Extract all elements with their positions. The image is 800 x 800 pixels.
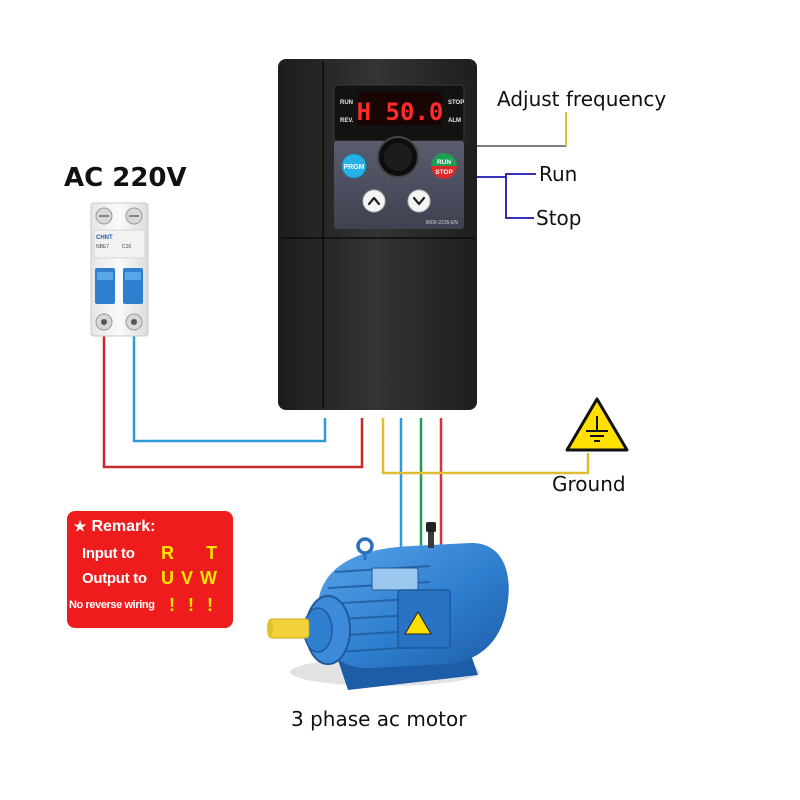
input-label: Input to — [82, 545, 135, 562]
supply-wires — [102, 333, 364, 469]
output-terminal-w: W — [200, 568, 217, 588]
frequency-knob-icon[interactable] — [377, 136, 419, 178]
remark-title: Remark: — [91, 518, 156, 535]
supply-voltage-label: AC 220V — [64, 163, 187, 193]
run-stop-button[interactable]: RUN STOP — [431, 153, 457, 179]
output-terminal-v: V — [181, 568, 194, 588]
breaker-model: NBE7 — [96, 244, 109, 250]
supply-neutral-wire — [132, 333, 327, 443]
program-button[interactable]: PRGM — [341, 153, 367, 179]
run-label: Run — [539, 162, 577, 186]
remark-box: ★ Remark: Input to R T Output to U V W N… — [67, 511, 233, 628]
warning-label: No reverse wiring — [69, 599, 155, 611]
run-indicator-label: RUN — [340, 100, 353, 106]
run-button-label: RUN — [437, 159, 451, 166]
stop-button-label: STOP — [435, 169, 453, 176]
warning-mark-1: ! — [169, 595, 175, 615]
run-callout-line — [460, 173, 536, 178]
panel-model-label: 9600-2235-EN — [425, 220, 458, 226]
frequency-inverter: H 50.0 RUN REV. STOP ALM PRGM RUN STOP — [278, 59, 477, 410]
down-arrow-icon[interactable] — [407, 189, 431, 213]
led-display-value: H 50.0 — [357, 98, 444, 126]
ground-label: Ground — [552, 472, 626, 496]
motor-caption: 3 phase ac motor — [291, 707, 467, 731]
rev-indicator-label: REV. — [340, 118, 354, 124]
circuit-breaker-icon: CHNT NBE7 C16 — [90, 202, 149, 337]
warning-mark-3: ! — [207, 595, 213, 615]
ground-warning-icon — [565, 397, 629, 452]
breaker-rating: C16 — [122, 244, 131, 250]
stop-indicator-label: STOP — [448, 100, 464, 106]
ground-wire — [381, 418, 590, 475]
ac-motor-icon — [267, 522, 509, 690]
star-icon: ★ — [73, 518, 87, 534]
output-label: Output to — [82, 570, 147, 587]
up-arrow-icon[interactable] — [362, 189, 386, 213]
output-terminal-u: U — [161, 568, 174, 588]
breaker-brand: CHNT — [96, 235, 113, 241]
stop-callout-line — [505, 177, 534, 219]
stop-label: Stop — [536, 206, 581, 230]
led-display — [358, 92, 442, 125]
supply-live-wire — [102, 333, 364, 469]
adjust-frequency-label: Adjust frequency — [497, 87, 666, 111]
warning-mark-2: ! — [188, 595, 194, 615]
alm-indicator-label: ALM — [448, 118, 461, 124]
program-button-label: PRGM — [344, 164, 365, 171]
input-terminal-t: T — [206, 543, 217, 563]
input-terminal-r: R — [161, 543, 174, 563]
remark-title-row: ★ Remark: — [73, 516, 233, 537]
